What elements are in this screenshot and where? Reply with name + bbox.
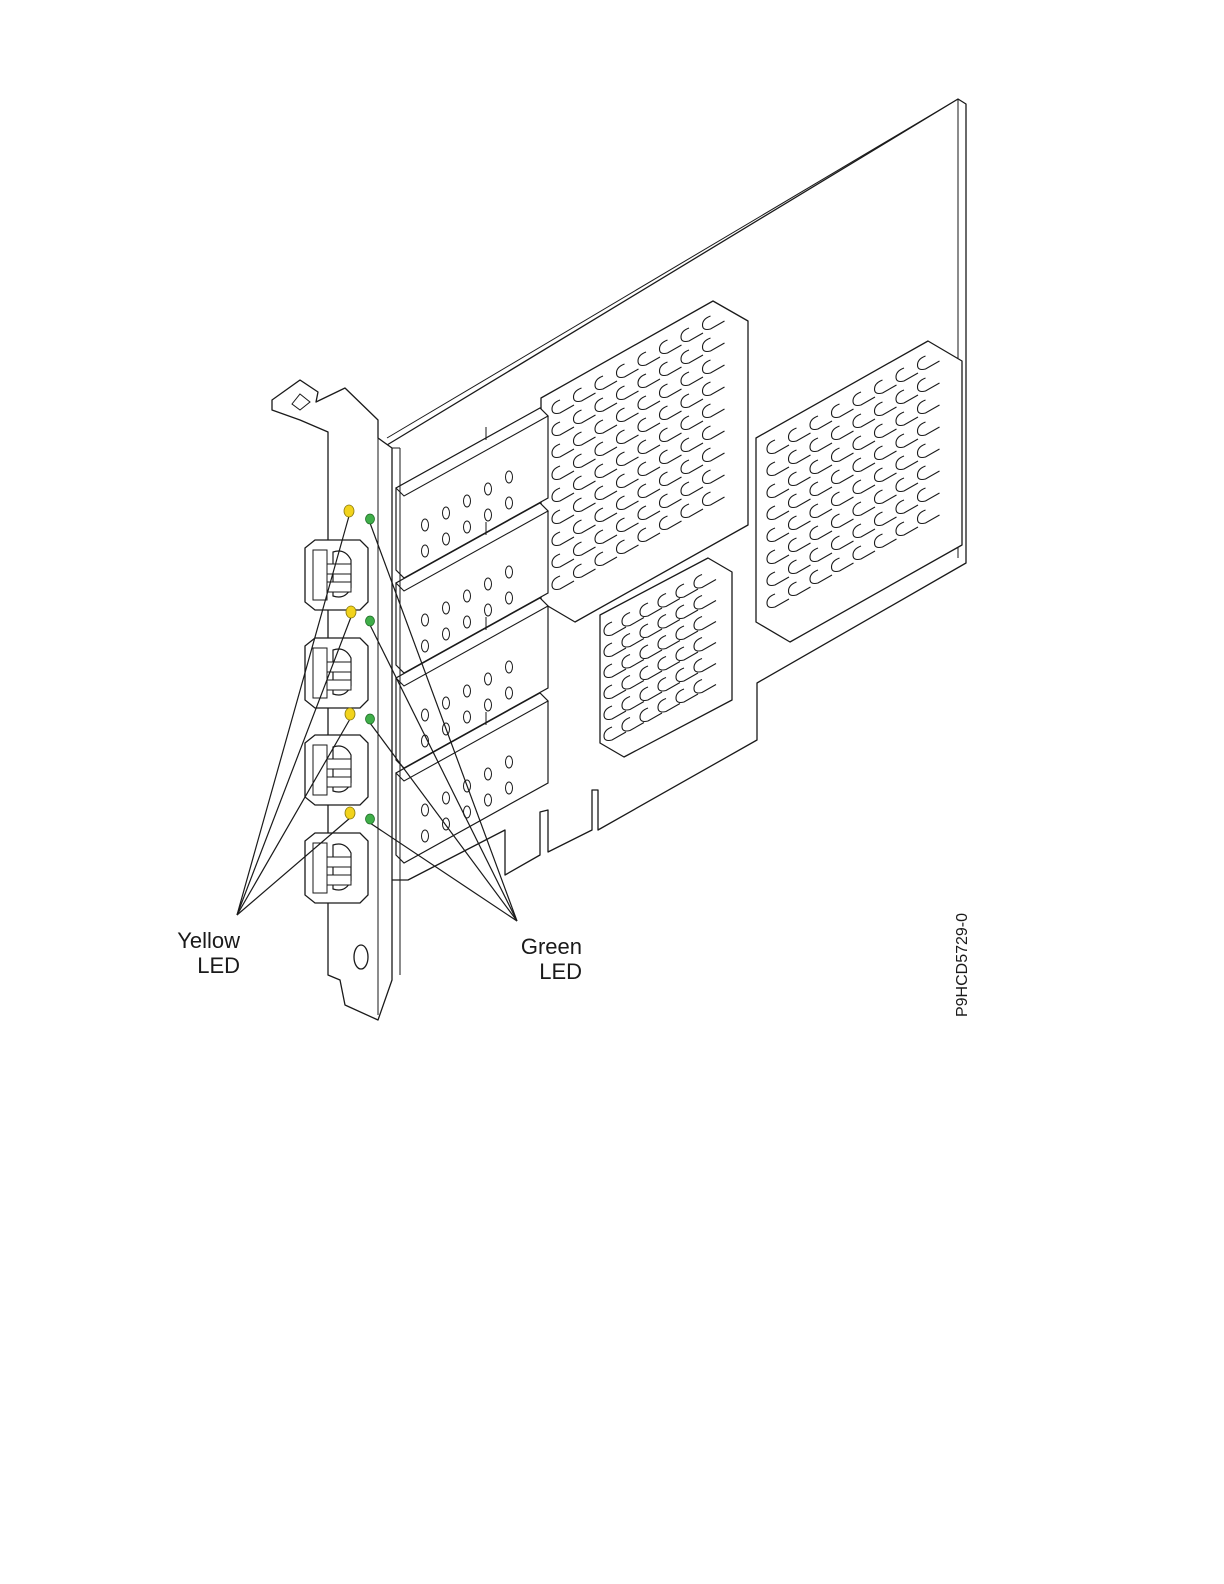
fibre-port <box>305 833 368 903</box>
port-socket <box>327 777 351 787</box>
fibre-port <box>305 638 368 708</box>
port-socket <box>327 759 351 769</box>
port-socket <box>327 857 351 867</box>
yellow-led-label-line2: LED <box>150 953 240 978</box>
green-led-label: Green LED <box>490 934 582 984</box>
green-led <box>366 514 375 524</box>
port-latch <box>313 648 327 698</box>
figure-id: P9HCD5729-0 <box>954 913 972 1017</box>
fibre-port <box>305 540 368 610</box>
port-latch <box>313 843 327 893</box>
port-socket <box>327 564 351 574</box>
yellow-led <box>345 807 355 819</box>
yellow-led-label: Yellow LED <box>150 928 240 978</box>
fibre-port <box>305 735 368 805</box>
sfp-cages <box>396 408 548 863</box>
yellow-led <box>344 505 354 517</box>
green-led-label-line2: LED <box>490 959 582 984</box>
yellow-led <box>346 606 356 618</box>
green-led <box>366 814 375 824</box>
port-latch <box>313 550 327 600</box>
yellow-led <box>345 708 355 720</box>
bracket-screw-hole <box>354 945 368 969</box>
port-socket <box>327 680 351 690</box>
green-led <box>366 616 375 626</box>
port-socket <box>327 875 351 885</box>
green-led-label-line1: Green <box>490 934 582 959</box>
green-led <box>366 714 375 724</box>
yellow-led-label-line1: Yellow <box>150 928 240 953</box>
